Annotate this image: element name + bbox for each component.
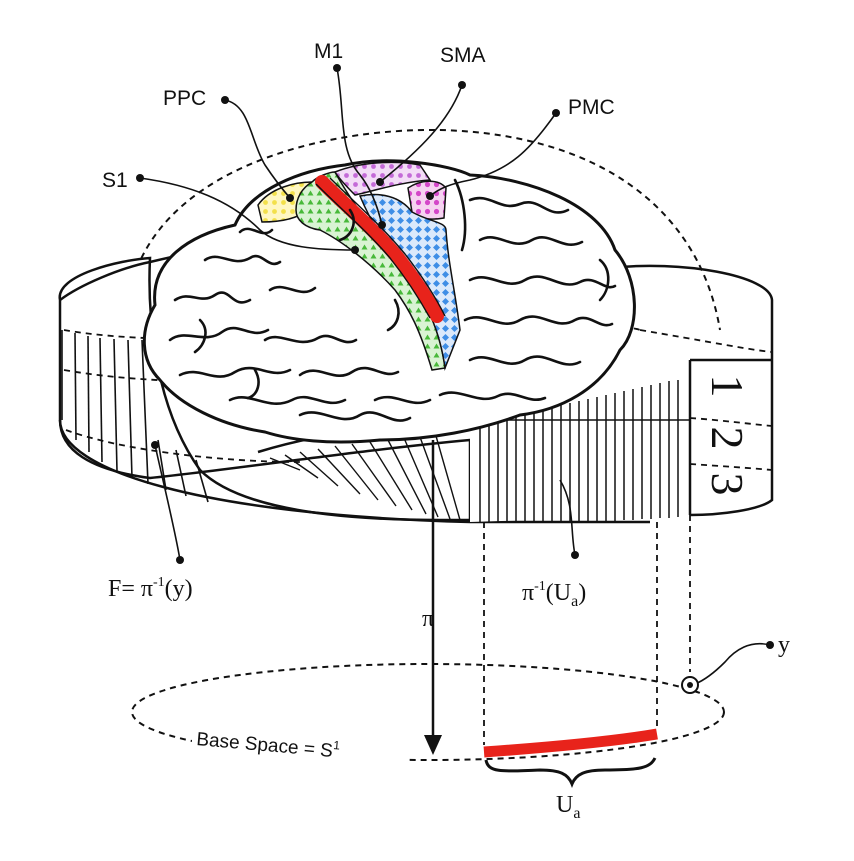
region-sma [333, 161, 432, 196]
label-pmc: PMC [568, 96, 615, 119]
label-fiber-prefix: F= π [108, 576, 153, 602]
brain [142, 159, 636, 444]
label-fiber-sup: -1 [153, 575, 165, 590]
label-fiber: F= π-1(y) [108, 575, 193, 602]
label-m1: M1 [314, 40, 343, 63]
band-number-3: 3 [702, 473, 753, 496]
label-preimage-sub: a [571, 593, 578, 610]
label-projection-pi: π [422, 606, 434, 632]
label-sma: SMA [440, 44, 486, 67]
ua-brace [484, 757, 657, 789]
label-y: y [778, 632, 790, 658]
band-number-2: 2 [702, 427, 753, 450]
label-fiber-suffix: (y) [165, 576, 193, 602]
label-ua: Ua [556, 792, 580, 822]
label-preimage-close: ) [578, 580, 586, 606]
mobius-band [58, 243, 774, 524]
band-number-1: 1 [702, 375, 753, 398]
ua-red-arc [483, 728, 658, 758]
label-base-space-sup: 1 [333, 738, 341, 753]
dome-outline [127, 128, 721, 331]
label-s1: S1 [102, 169, 128, 192]
label-preimage-prefix: π [522, 580, 534, 606]
label-ua-sub: a [573, 805, 580, 822]
band-numbers: 1 2 3 [702, 375, 753, 496]
region-s1 [295, 171, 446, 371]
base-space-circle [131, 663, 725, 761]
leader-lines [139, 67, 771, 685]
brain-gyri [168, 178, 617, 422]
projection-lines [483, 515, 691, 745]
label-preimage: π-1(Ua) [522, 579, 586, 610]
leader-dots [136, 64, 774, 649]
label-ppc: PPC [163, 87, 206, 110]
point-y-marker [681, 676, 699, 694]
label-ua-main: U [556, 792, 573, 818]
region-m1-strip [315, 175, 444, 323]
projection-arrow [424, 440, 442, 755]
label-preimage-open: (U [546, 580, 571, 606]
label-preimage-sup: -1 [534, 579, 546, 594]
